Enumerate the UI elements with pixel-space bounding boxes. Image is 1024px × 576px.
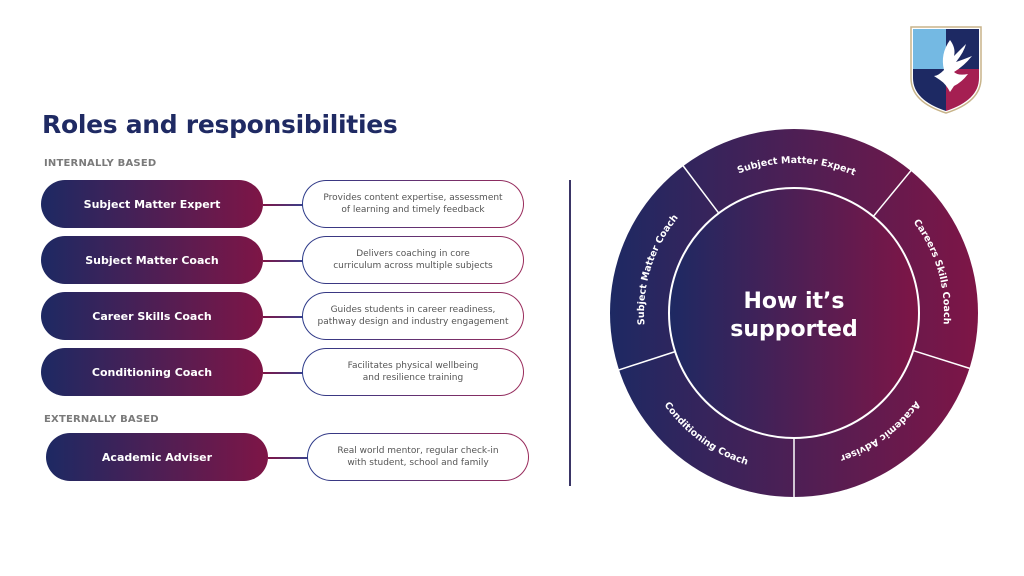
role-career-skills-coach: Career Skills Coach — [41, 292, 263, 340]
description-career-skills-coach: Guides students in career readiness, pat… — [302, 292, 524, 340]
description-subject-matter-expert: Provides content expertise, assessment o… — [302, 180, 524, 228]
role-subject-matter-coach: Subject Matter Coach — [41, 236, 263, 284]
connector — [268, 457, 308, 459]
role-conditioning-coach: Conditioning Coach — [41, 348, 263, 396]
description-academic-adviser: Real world mentor, regular check-in with… — [307, 433, 529, 481]
description-conditioning-coach: Facilitates physical wellbeing and resil… — [302, 348, 524, 396]
externally-based-label: EXTERNALLY BASED — [44, 414, 159, 425]
page-title: Roles and responsibilities — [42, 110, 398, 139]
connector — [263, 372, 303, 374]
wheel-divider — [912, 349, 971, 370]
role-academic-adviser: Academic Adviser — [46, 433, 268, 481]
connector — [263, 204, 303, 206]
wheel-center-line2: supported — [730, 317, 857, 342]
connector — [263, 316, 303, 318]
description-subject-matter-coach: Delivers coaching in core curriculum acr… — [302, 236, 524, 284]
school-crest-logo — [910, 26, 982, 114]
wheel-center-line1: How it’s — [743, 289, 844, 314]
wheel-divider — [617, 350, 676, 371]
wheel-divider — [682, 164, 720, 214]
internally-based-label: INTERNALLY BASED — [44, 158, 157, 169]
connector — [263, 260, 303, 262]
divider-line — [569, 180, 571, 486]
role-subject-matter-expert: Subject Matter Expert — [41, 180, 263, 228]
wheel-divider — [872, 169, 913, 217]
